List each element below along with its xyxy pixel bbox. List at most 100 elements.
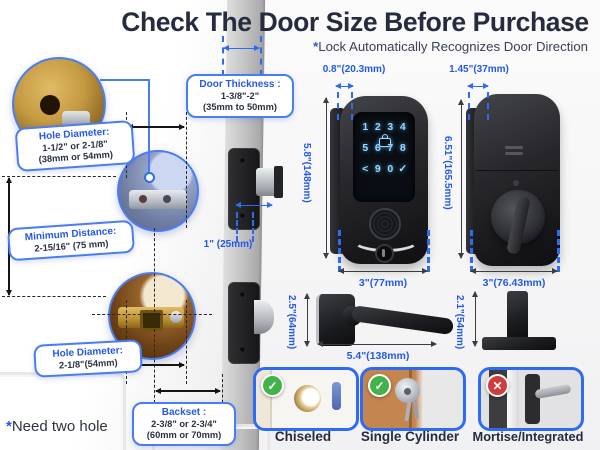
key-7[interactable]: 7 (387, 142, 394, 154)
front-top-width-arrow (335, 83, 354, 89)
back-height-arrow (458, 99, 464, 259)
need-two-hole-note: *Need two hole (6, 418, 108, 435)
hole-guide (186, 300, 187, 384)
handle-lever[interactable] (350, 305, 455, 336)
back-bottom-width-arrow (470, 268, 558, 274)
callout-hole-diameter-bottom: Hole Diameter: 2-1/8"(54mm) (33, 339, 143, 378)
front-height-arrow (323, 97, 329, 259)
front-top-guide (351, 92, 353, 120)
front-top-width-label: 0.8"(20.3mm) (322, 64, 386, 75)
top-bore-inset (117, 150, 199, 232)
handle-height-arrow (304, 293, 310, 347)
deadbolt-hub (140, 310, 163, 331)
front-height-label: 5.8"(148mm) (301, 143, 312, 203)
spindle-post (507, 291, 528, 340)
key-9[interactable]: 9 (374, 163, 381, 175)
chiseled-hole (294, 385, 321, 412)
screw (239, 291, 246, 298)
spindle-bar (482, 337, 556, 350)
back-bottom-width-label: 3"(76.43mm) (482, 277, 546, 289)
screw (239, 346, 246, 353)
mechanism-detail (139, 195, 147, 203)
back-top-guide (468, 92, 470, 120)
door-jamb (507, 370, 519, 428)
spring-latch (254, 300, 274, 334)
handle-height-label: 2.5"(64mm) (286, 295, 297, 350)
keypad: 1 2 3 4 5 6 7 8 < 9 0 ✓ (353, 112, 415, 175)
front-bottom-width-label: 3"(77mm) (358, 277, 408, 289)
back-lock-seam (476, 170, 558, 171)
keypad-screen: 1 2 3 4 5 6 7 8 < 9 0 ✓ (353, 112, 415, 202)
speaker-slot (505, 152, 523, 155)
spindle-height-label: 2.1"(54mm) (454, 295, 465, 350)
key-4[interactable]: 4 (399, 121, 406, 133)
latch-depth-guide (252, 212, 254, 242)
latch-package (332, 382, 341, 410)
latch-bolt-detail (62, 111, 90, 126)
back-top-width-arrow (467, 83, 489, 89)
deadbolt-bolt-cap (274, 166, 283, 198)
handle-width-label: 5.4"(138mm) (346, 350, 410, 362)
latch-depth-guide (236, 212, 238, 242)
centerline-top (2, 176, 116, 177)
key-0[interactable]: 0 (387, 163, 394, 175)
callout-door-thickness: Door Thickness : 1-3/8"-2" (35mm to 50mm… (186, 74, 294, 118)
front-bottom-width-arrow (338, 268, 428, 274)
front-bottom-guide (338, 230, 341, 272)
keyhole-icon[interactable] (375, 244, 394, 263)
speaker-slot (505, 146, 523, 149)
front-bottom-guide (427, 230, 430, 272)
mechanism-detail (163, 195, 171, 203)
key-3[interactable]: 3 (387, 121, 394, 133)
thickness-guide-left (222, 36, 224, 76)
panel-mortise: ✕ (478, 367, 584, 431)
cylinder-core (404, 388, 411, 395)
key-back[interactable]: < (362, 163, 369, 175)
hole-top-arrow (127, 124, 185, 130)
check-badge: ✓ (368, 374, 391, 397)
thickness-arrow (223, 45, 260, 51)
front-top-guide (337, 92, 339, 120)
check-badge: ✓ (261, 374, 284, 397)
handle-width-arrow (317, 341, 437, 347)
check-icon: ✓ (374, 378, 385, 393)
latch-hole (40, 95, 60, 115)
key (412, 400, 420, 420)
key-1[interactable]: 1 (362, 121, 369, 133)
backset-arrow (155, 388, 221, 394)
latch-depth-label: 1" (25mm) (203, 239, 253, 250)
bore-centerline (154, 228, 155, 408)
keypad-lock-icon (379, 134, 391, 147)
latch-depth-arrow (235, 202, 273, 208)
spindle-height-arrow (472, 291, 478, 347)
back-top-width-label: 1.45"(37mm) (449, 64, 509, 75)
key-confirm[interactable]: ✓ (398, 163, 408, 175)
screw (239, 157, 246, 164)
subtitle: *Lock Automatically Recognizes Door Dire… (313, 39, 588, 54)
key-2[interactable]: 2 (374, 121, 381, 133)
callout-hole-diameter-top: Hole Diameter: 1-1/2" or 2-1/8" (38mm or… (14, 119, 136, 173)
check-icon: ✓ (267, 378, 278, 393)
page-title: Check The Door Size Before Purchase (121, 7, 589, 37)
panel-label-chiseled: Chiseled (274, 429, 332, 444)
key-5[interactable]: 5 (362, 142, 369, 154)
key-6[interactable]: 6 (374, 142, 381, 154)
cross-badge: ✕ (486, 374, 509, 397)
panel-label-mortise: Mortise/Integrated (472, 429, 584, 444)
thickness-guide-right (260, 36, 262, 76)
back-top-guide (487, 92, 489, 120)
back-bottom-guide (557, 230, 560, 272)
key-8[interactable]: 8 (399, 142, 406, 154)
centerline-bottom (2, 296, 106, 297)
screw (239, 212, 246, 219)
hole-guide (186, 112, 187, 228)
callout-backset: Backset : 2-3/8" or 2-3/4" (60mm or 70mm… (132, 402, 236, 446)
mortise-plate (525, 374, 540, 424)
indicator-dot (513, 180, 519, 186)
subtitle-asterisk: * (313, 39, 319, 54)
back-height-label: 6.51"(165.5mm) (442, 136, 453, 210)
mortise-handle (534, 383, 572, 400)
connector-dot (144, 172, 155, 183)
back-bottom-guide (470, 230, 473, 272)
